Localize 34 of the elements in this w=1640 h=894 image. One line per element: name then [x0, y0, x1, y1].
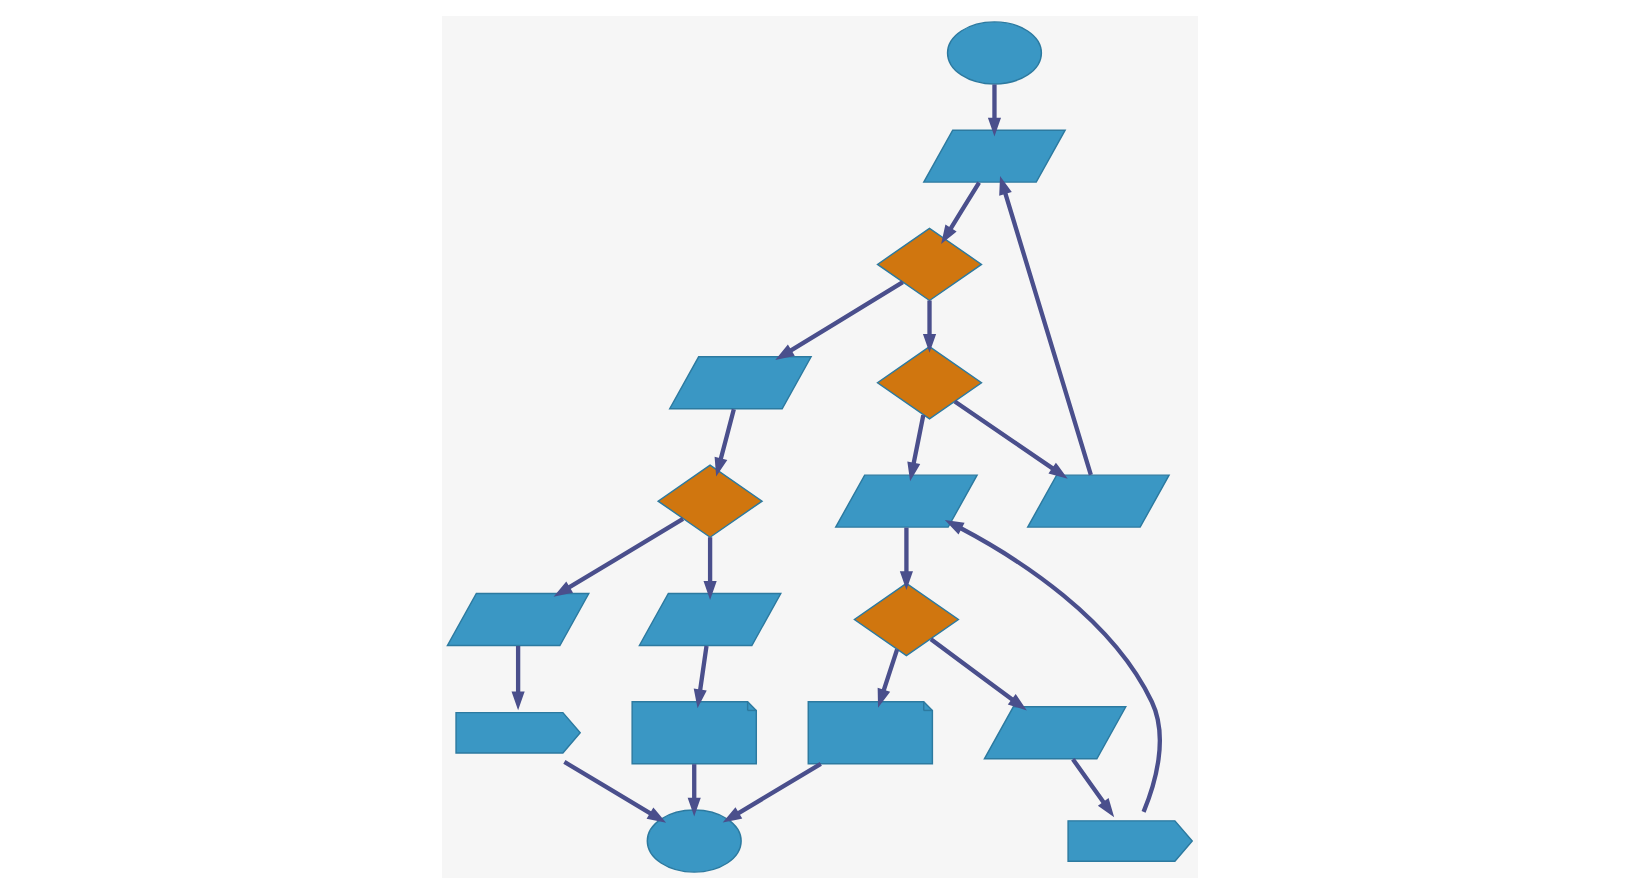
arrow [922, 300, 937, 353]
node-diamond [876, 345, 983, 420]
arrow [987, 84, 1002, 137]
arrow [953, 399, 1068, 479]
arrow [1071, 757, 1115, 818]
arrow [687, 764, 701, 817]
arrow [899, 527, 913, 590]
arrow [553, 517, 685, 597]
arrow [693, 645, 709, 709]
node-parallelogram [922, 129, 1067, 183]
node-circle [946, 21, 1043, 85]
arrow [944, 519, 1162, 813]
node-diamond [853, 582, 960, 657]
arrow [877, 648, 900, 708]
arrow [511, 646, 525, 711]
arrow [941, 181, 981, 245]
arrow [999, 175, 1093, 476]
arrow [563, 760, 667, 823]
node-parallelogram [668, 356, 813, 410]
node-diamond [656, 464, 764, 539]
node-pentagon [455, 711, 582, 754]
node-parallelogram [638, 592, 782, 647]
arrow [775, 280, 904, 361]
node-parallelogram [1026, 474, 1171, 528]
arrow [722, 762, 822, 823]
node-pentagon [1067, 820, 1194, 862]
arrow [907, 414, 926, 482]
arrow [929, 637, 1027, 711]
arrow [703, 537, 717, 600]
arrow [714, 408, 736, 477]
node-diamond [876, 227, 983, 302]
node-parallelogram [834, 474, 979, 528]
node-parallelogram [446, 592, 590, 647]
node-parallelogram [983, 706, 1127, 760]
